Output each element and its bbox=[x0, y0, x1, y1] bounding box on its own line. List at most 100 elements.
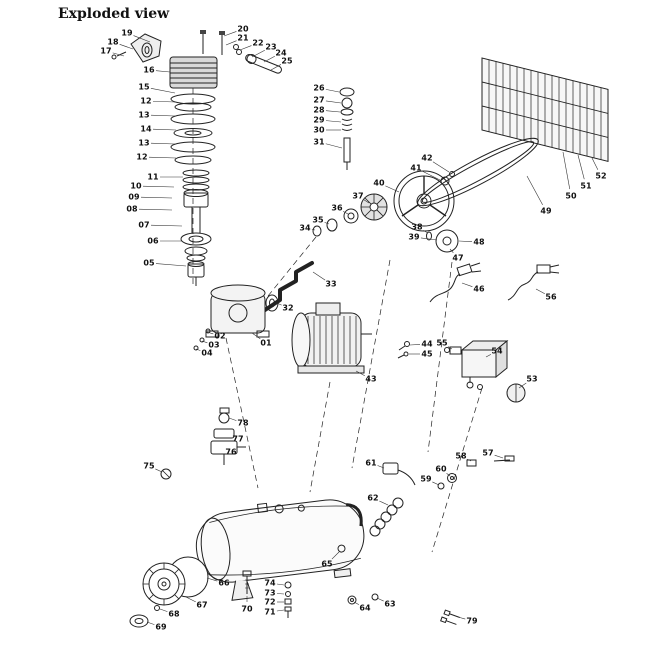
part-label-18: 18 bbox=[107, 38, 119, 47]
leader-line-38 bbox=[423, 230, 429, 234]
leader-line-35 bbox=[324, 222, 330, 225]
part-label-77: 77 bbox=[232, 435, 243, 444]
power-cables bbox=[429, 262, 560, 303]
part-label-22: 22 bbox=[252, 39, 263, 48]
page-title: Exploded view bbox=[58, 6, 170, 22]
part-label-28: 28 bbox=[313, 106, 325, 115]
part-label-15: 15 bbox=[138, 83, 150, 92]
part-label-16: 16 bbox=[143, 66, 155, 75]
part-label-07: 07 bbox=[138, 221, 149, 230]
leader-line-19 bbox=[133, 35, 151, 43]
leader-line-15 bbox=[150, 88, 176, 94]
part-label-70: 70 bbox=[241, 605, 253, 614]
part-label-05: 05 bbox=[143, 259, 155, 268]
leader-line-18 bbox=[119, 44, 134, 50]
part-label-74: 74 bbox=[264, 579, 276, 588]
leader-line-24 bbox=[263, 56, 275, 63]
part-label-39: 39 bbox=[408, 233, 420, 242]
crank-parts bbox=[312, 193, 388, 237]
leader-line-66 bbox=[206, 577, 218, 582]
leader-line-56 bbox=[535, 288, 545, 294]
leader-line-14 bbox=[152, 128, 177, 131]
leader-line-13 bbox=[150, 142, 176, 145]
leader-line-68 bbox=[159, 608, 168, 612]
part-label-17: 17 bbox=[100, 47, 111, 56]
part-label-48: 48 bbox=[473, 238, 485, 247]
leader-line-67 bbox=[185, 596, 196, 603]
leader-line-74 bbox=[276, 583, 285, 586]
part-label-58: 58 bbox=[455, 452, 467, 461]
leader-line-08 bbox=[138, 208, 173, 211]
part-label-19: 19 bbox=[121, 29, 133, 38]
leader-line-04 bbox=[195, 348, 201, 351]
leader-line-62 bbox=[379, 500, 389, 506]
part-label-72: 72 bbox=[264, 598, 275, 607]
part-label-33: 33 bbox=[325, 280, 336, 289]
part-label-02: 02 bbox=[214, 332, 225, 341]
part-label-42: 42 bbox=[421, 154, 432, 163]
leader-line-37 bbox=[363, 199, 370, 204]
leader-line-05 bbox=[155, 263, 187, 267]
crankcase bbox=[193, 284, 270, 351]
leader-line-78 bbox=[228, 417, 237, 421]
part-label-04: 04 bbox=[201, 349, 213, 358]
motor bbox=[291, 302, 372, 374]
leader-line-63 bbox=[376, 597, 384, 602]
part-label-44: 44 bbox=[421, 340, 433, 349]
part-label-56: 56 bbox=[545, 293, 557, 302]
crankshaft bbox=[260, 261, 314, 314]
part-label-27: 27 bbox=[313, 96, 324, 105]
part-label-51: 51 bbox=[580, 182, 592, 191]
part-label-75: 75 bbox=[143, 462, 155, 471]
part-label-57: 57 bbox=[482, 449, 493, 458]
leader-line-29 bbox=[325, 120, 342, 123]
leader-line-07 bbox=[150, 224, 183, 227]
leader-line-01 bbox=[251, 332, 261, 340]
leader-line-54 bbox=[485, 354, 491, 358]
part-label-71: 71 bbox=[264, 608, 276, 617]
part-label-67: 67 bbox=[196, 601, 207, 610]
condenser-grid bbox=[481, 57, 609, 163]
flywheel bbox=[393, 170, 455, 232]
leader-line-20 bbox=[223, 31, 237, 37]
part-label-12: 12 bbox=[140, 97, 151, 106]
part-label-11: 11 bbox=[147, 173, 159, 182]
tank bbox=[195, 499, 365, 601]
leader-line-49 bbox=[526, 175, 543, 205]
leader-line-25 bbox=[270, 64, 282, 71]
leader-line-43 bbox=[355, 370, 365, 376]
part-label-13: 13 bbox=[138, 111, 149, 120]
part-label-10: 10 bbox=[130, 182, 142, 191]
part-label-06: 06 bbox=[147, 237, 159, 246]
part-label-40: 40 bbox=[373, 179, 385, 188]
inlet-bracket bbox=[111, 33, 162, 63]
drawing bbox=[111, 30, 609, 628]
part-label-43: 43 bbox=[365, 375, 376, 384]
part-label-21: 21 bbox=[237, 34, 249, 43]
part-label-41: 41 bbox=[410, 164, 422, 173]
leader-line-65 bbox=[331, 551, 340, 560]
part-label-68: 68 bbox=[168, 610, 180, 619]
fasteners-bottom bbox=[242, 570, 460, 625]
part-label-25: 25 bbox=[281, 57, 293, 66]
part-label-46: 46 bbox=[473, 285, 485, 294]
part-label-24: 24 bbox=[275, 49, 287, 58]
leader-line-41 bbox=[422, 170, 441, 181]
leader-line-51 bbox=[577, 154, 585, 180]
part-label-31: 31 bbox=[313, 138, 325, 147]
pulley bbox=[426, 229, 459, 253]
part-label-35: 35 bbox=[312, 216, 324, 225]
wheels bbox=[129, 556, 209, 628]
leader-line-71 bbox=[276, 609, 285, 612]
leader-line-55 bbox=[447, 346, 453, 350]
leader-line-27 bbox=[325, 100, 342, 104]
leader-line-58 bbox=[467, 458, 472, 462]
leader-line-59 bbox=[432, 481, 440, 486]
leader-line-39 bbox=[420, 237, 438, 241]
part-label-03: 03 bbox=[208, 341, 219, 350]
leader-line-10 bbox=[142, 185, 175, 188]
leader-line-17 bbox=[112, 52, 125, 57]
leader-line-69 bbox=[146, 621, 155, 625]
